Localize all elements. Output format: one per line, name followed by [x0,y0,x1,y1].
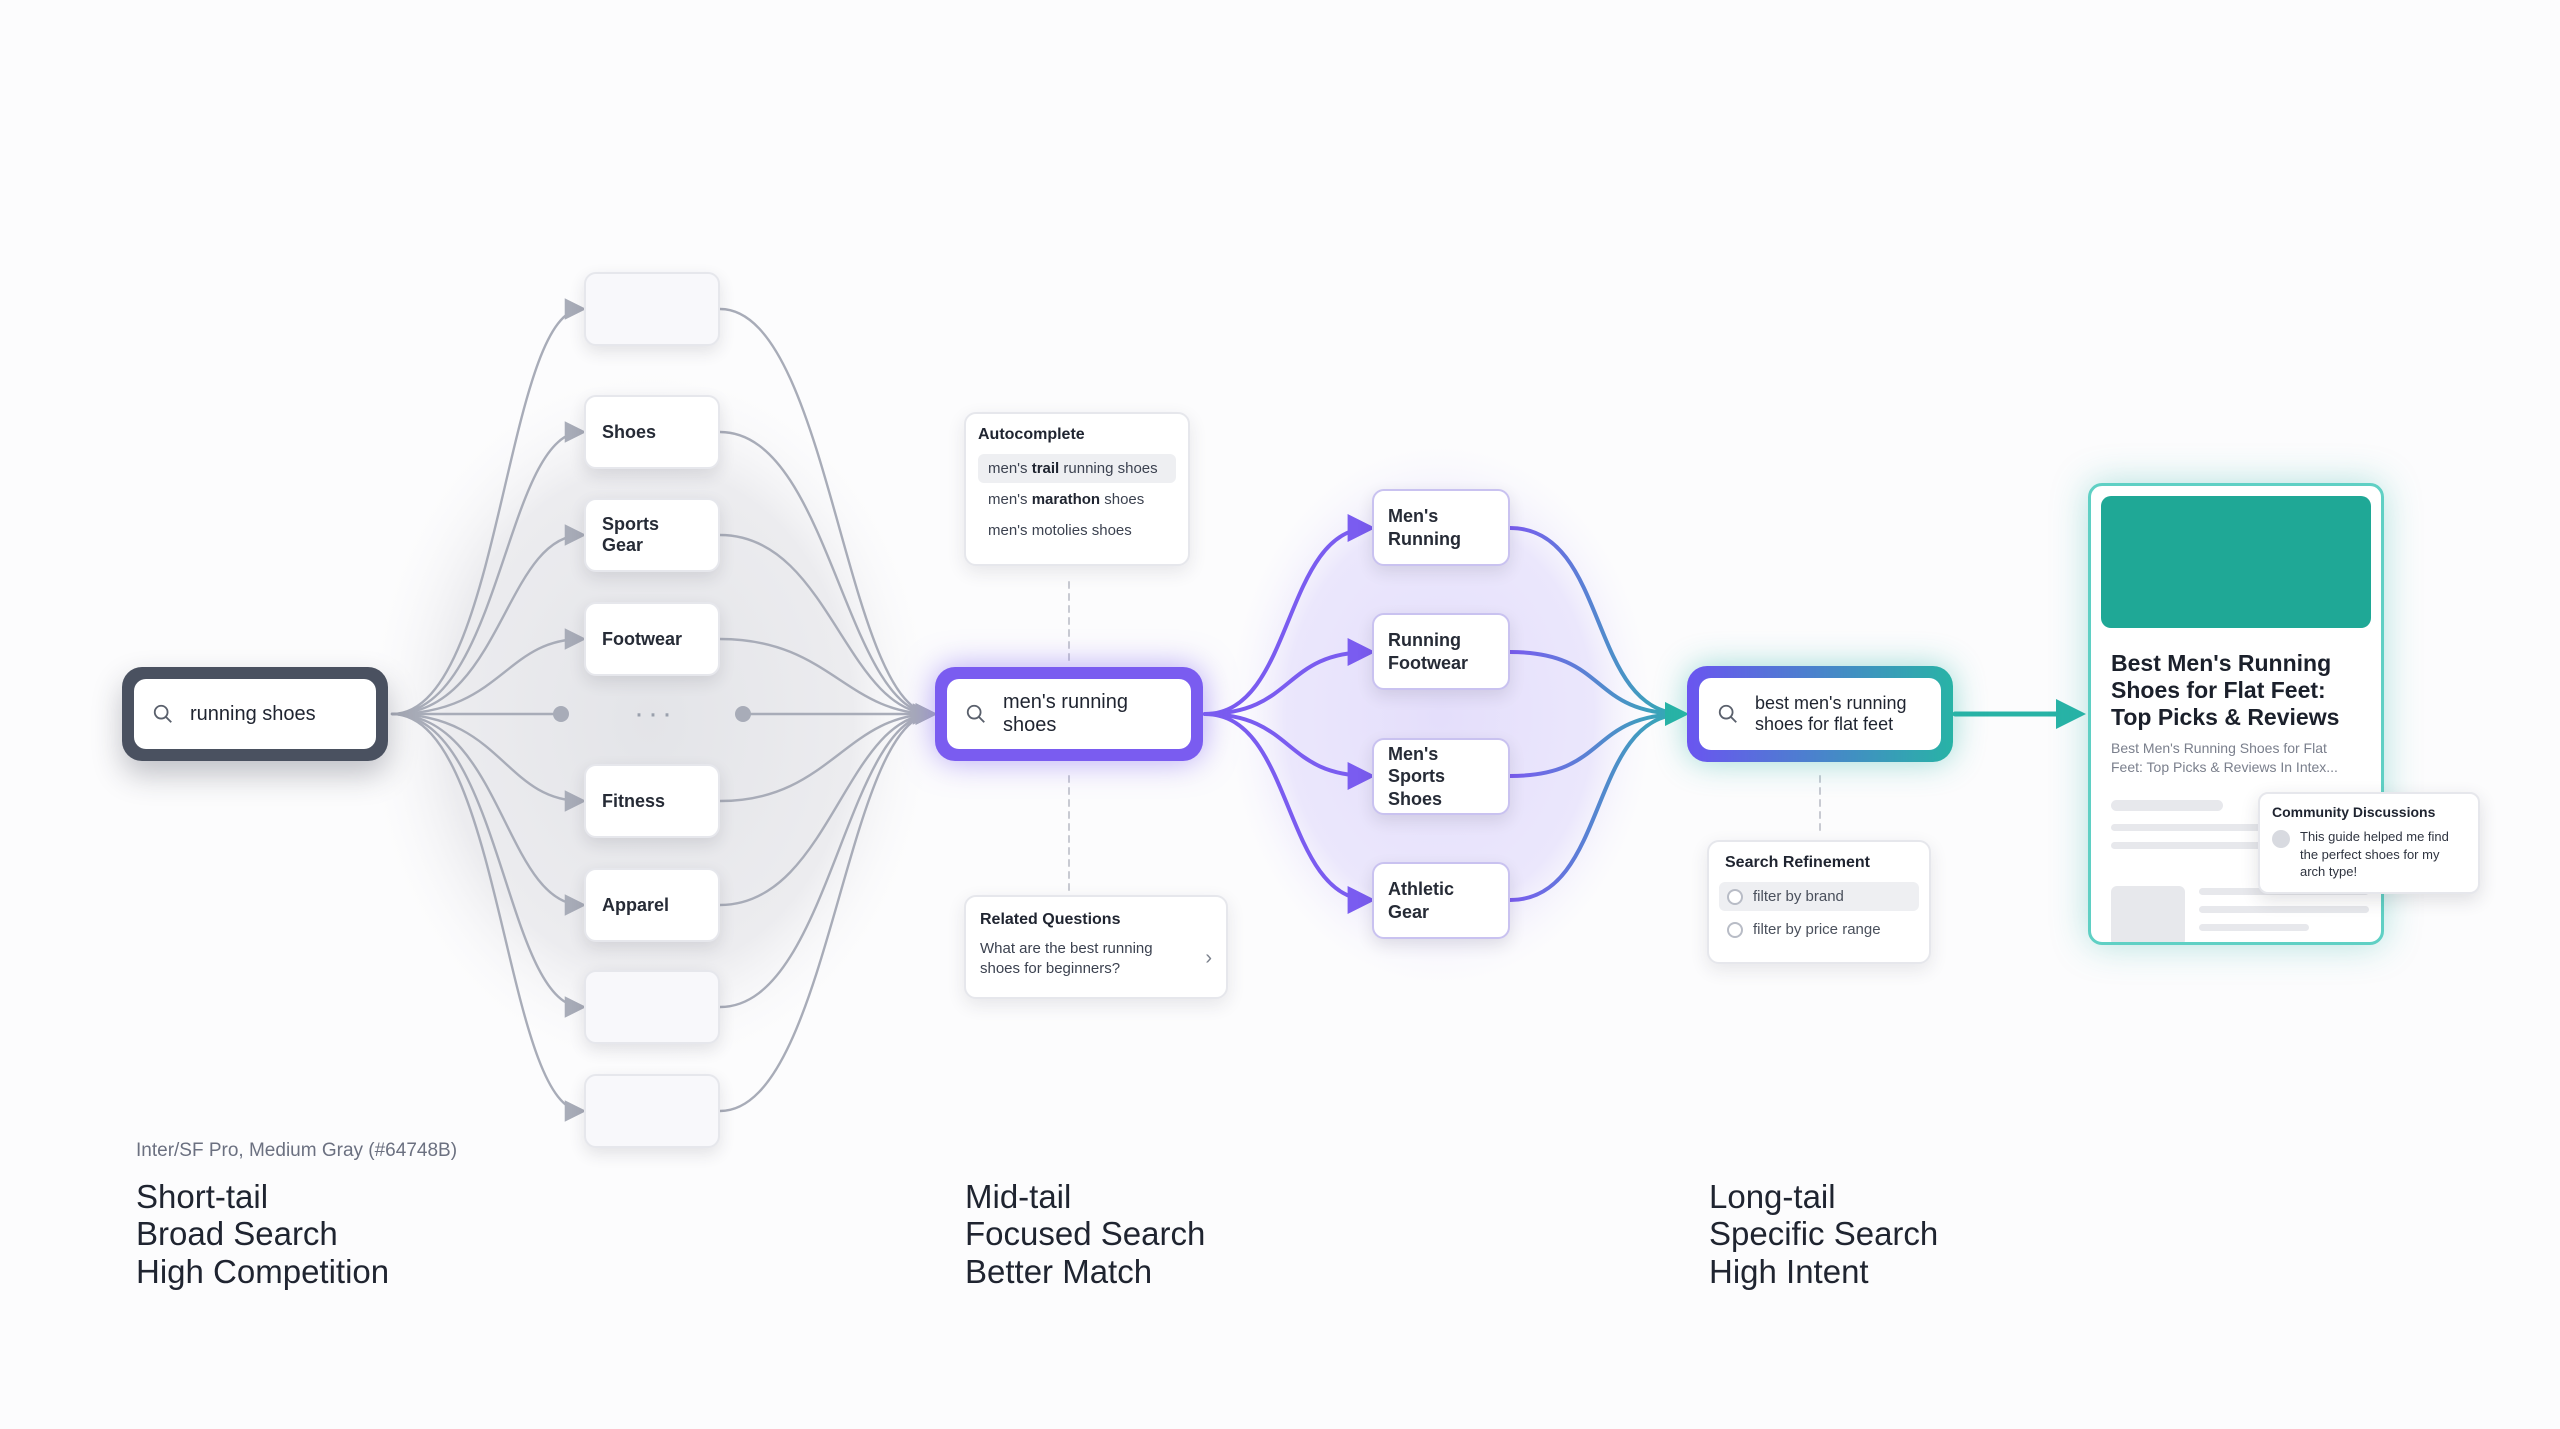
font-caption: Inter/SF Pro, Medium Gray (#64748B) [136,1140,458,1161]
related-questions-title: Related Questions [980,911,1121,928]
long-tail-search-box[interactable]: best men's running shoes for flat feet [1687,666,1953,762]
skeleton-line [2111,824,2271,831]
community-comment: This guide helped me find the perfect sh… [2300,829,2449,880]
autocomplete-card: Autocomplete men's trail running shoes m… [964,412,1190,566]
refinement-option-price[interactable]: filter by price range [1719,915,1919,944]
search-refinement-title: Search Refinement [1725,854,1870,871]
teal-fan-in-edge [1508,650,1689,726]
stage-label: Mid-tail [965,1178,1072,1215]
long-tail-query: best men's running shoes for flat feet [1755,693,1907,734]
skeleton-line [2199,906,2369,913]
teal-fan-in-edge [1508,526,1689,726]
avatar [2272,830,2290,848]
result-hero-image [2101,496,2371,628]
result-title: Best Men's Running Shoes for Flat Feet: … [2111,650,2340,731]
fan-in-edge [718,307,938,725]
keyword-node-mens-running[interactable]: Men's Running [1372,489,1510,566]
stage-label: High Intent [1709,1252,1869,1290]
purple-fan-out-edge [1203,712,1376,914]
autocomplete-item[interactable]: men's trail running shoes [978,454,1176,483]
fan-out-edge [390,712,587,812]
fan-out-edge [390,421,587,716]
long-tail-labels: Long-tail Specific Search High Intent [1709,1178,1938,1290]
related-question-text: What are the best running shoes for begi… [980,940,1153,977]
fan-in-edge [718,703,938,1009]
result-snippet: Best Men's Running Shoes for Flat Feet: … [2111,740,2338,775]
stage-label: Specific Search [1709,1215,1939,1253]
fan-in-edge [718,430,938,725]
keyword-node-shoes[interactable]: Shoes [584,395,720,469]
short-tail-query: running shoes [190,702,316,725]
stage-label: Focused Search [965,1215,1206,1253]
ellipsis: ··· [634,697,676,730]
fan-in-edge [718,703,938,907]
keyword-node-blank[interactable] [584,272,720,346]
stage-label: Long-tail [1709,1178,1836,1215]
stage-label: Short-tail [136,1178,269,1215]
purple-fan-out-edge [1203,514,1376,716]
fan-out-edge [390,712,587,916]
keyword-node-blank[interactable] [584,970,720,1044]
radio-icon[interactable] [1727,888,1743,905]
keyword-node-mens-sports-shoes[interactable]: Men's Sports Shoes [1372,738,1510,815]
fan-out-edge [390,628,587,716]
mid-tail-glow [1220,435,1660,995]
purple-fan-out-edge [1203,638,1376,716]
refinement-option-brand[interactable]: filter by brand [1719,882,1919,911]
skeleton-thumbnail [2111,886,2185,942]
autocomplete-item[interactable]: men's marathon shoes [988,491,1145,508]
fan-in-edge [718,703,938,803]
chevron-right-icon[interactable]: › [1205,947,1212,969]
mid-tail-query: men's running shoes [1003,691,1128,736]
fan-in-edge [718,637,938,725]
community-discussions-title: Community Discussions [2272,804,2436,820]
search-icon [153,704,172,723]
short-tail-search-box[interactable]: running shoes [122,667,388,761]
fan-out-edge [390,298,587,716]
autocomplete-title: Autocomplete [978,426,1085,443]
search-icon [966,704,985,723]
related-questions-card[interactable]: Related Questions What are the best runn… [964,895,1228,999]
skeleton-line [2199,924,2309,931]
search-refinement-card: Search Refinement filter by brand filter… [1707,840,1931,964]
keyword-node-blank[interactable] [584,1074,720,1148]
mid-tail-labels: Mid-tail Focused Search Better Match [965,1178,1205,1290]
keyword-node-running-footwear[interactable]: Running Footwear [1372,613,1510,690]
skeleton-line [2111,842,2271,849]
teal-fan-in-edge [1508,702,1689,778]
stage-label: Better Match [965,1252,1153,1290]
keyword-node-apparel[interactable]: Apparel [584,868,720,942]
fan-out-edge [390,524,587,716]
stage-label: Broad Search [136,1215,338,1253]
community-discussions-card[interactable]: Community Discussions This guide helped … [2258,792,2480,894]
keyword-node-fitness[interactable]: Fitness [584,764,720,838]
short-tail-labels: Short-tail Broad Search High Competition [136,1178,389,1290]
short-tail-glow [360,360,940,1080]
search-icon [1718,704,1737,723]
purple-fan-out-edge [1203,712,1376,790]
keyword-node-sports-gear[interactable]: Sports Gear [584,498,720,572]
fan-in-edge [718,703,938,1113]
fan-in-edge [718,533,938,725]
fan-out-edge [390,712,587,1018]
stage-label: High Competition [136,1252,390,1290]
teal-fan-in-edge [1508,702,1689,902]
edge-dot [735,706,751,722]
autocomplete-item[interactable]: men's motolies shoes [988,522,1132,539]
keyword-node-footwear[interactable]: Footwear [584,602,720,676]
skeleton-line [2111,800,2223,811]
keyword-node-athletic-gear[interactable]: Athletic Gear [1372,862,1510,939]
mid-tail-search-box[interactable]: men's running shoes [935,667,1203,761]
radio-icon[interactable] [1727,921,1743,938]
edge-dot [553,706,569,722]
fan-out-edge [390,712,587,1122]
